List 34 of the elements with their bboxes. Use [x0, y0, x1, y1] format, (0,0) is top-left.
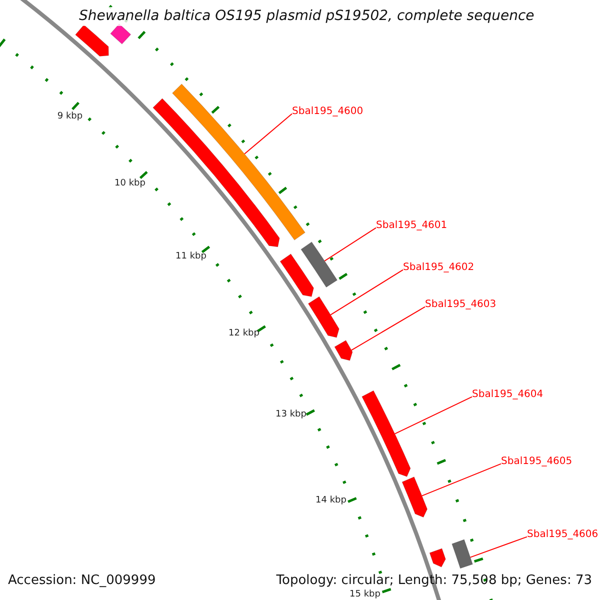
- gene-segment: [362, 390, 411, 477]
- gene-band: [110, 24, 132, 44]
- gene-segment: [280, 254, 314, 297]
- gene-band: [300, 242, 338, 288]
- leader-line: [421, 463, 502, 496]
- leader-line: [350, 306, 426, 351]
- leader-line: [324, 227, 376, 262]
- scale-label: 12 kbp: [228, 328, 260, 340]
- gene-label: Sbal195_4600: [292, 106, 364, 118]
- gene-label: Sbal195_4602: [403, 262, 474, 274]
- gene-label: Sbal195_4605: [501, 456, 572, 468]
- leader-line: [394, 396, 472, 434]
- accession-note: Accession: NC_009999: [8, 573, 156, 589]
- gene-segment: [402, 476, 428, 518]
- topology-note: Topology: circular; Length: 75,508 bp; Genes: 73: [276, 573, 592, 589]
- scale-label: 15 kbp: [350, 590, 380, 600]
- gene-label: Sbal195_4603: [425, 299, 496, 311]
- gene-band: [452, 539, 473, 569]
- leader-line: [330, 269, 404, 316]
- leader-line: [244, 113, 292, 154]
- gene-segment: [152, 98, 280, 248]
- scale-label: 11 kbp: [176, 252, 206, 262]
- scale-label: 13 kbp: [276, 410, 306, 420]
- gene-segment: [334, 340, 353, 361]
- leader-line: [470, 536, 528, 558]
- scale-label: 9 kbp: [57, 112, 83, 122]
- scale-label: 14 kbp: [316, 496, 346, 506]
- gene-segment: [308, 296, 340, 338]
- gene-label: Sbal195_4604: [472, 389, 544, 401]
- gene-label: Sbal195_4606: [527, 529, 598, 541]
- scale-label: 10 kbp: [114, 178, 146, 190]
- gene-segment: [429, 548, 446, 568]
- gene-label: Sbal195_4601: [376, 220, 448, 232]
- gene-segment: [75, 24, 109, 57]
